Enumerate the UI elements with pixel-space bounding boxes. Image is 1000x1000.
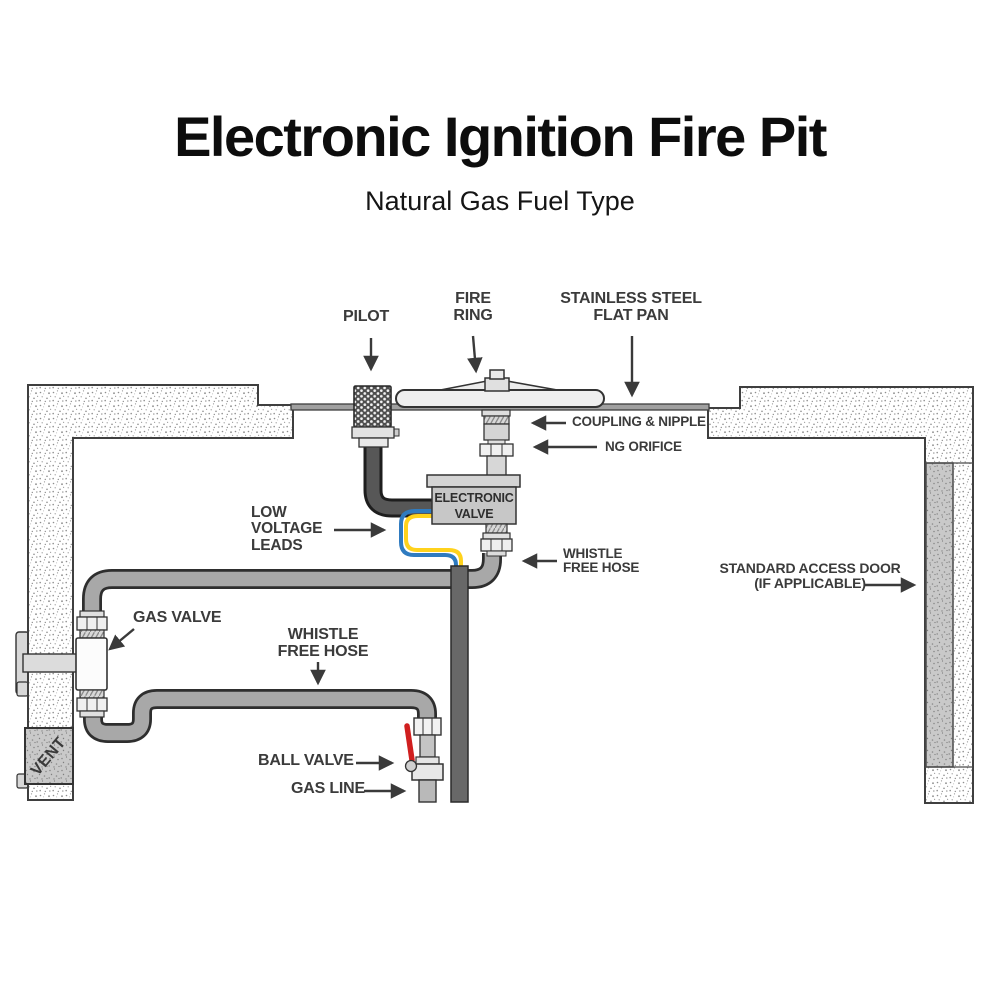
fire-ring-shape	[395, 369, 605, 408]
coupling-nipple-label: COUPLING & NIPPLE	[572, 414, 706, 429]
standard-access-door-label: STANDARD ACCESS DOOR (IF APPLICABLE)	[719, 561, 900, 590]
flat-pan-label: STAINLESS STEEL FLAT PAN	[560, 290, 702, 325]
gas-valve-arrow	[108, 628, 135, 651]
low-voltage-label-line3: LEADS	[251, 536, 303, 554]
supply-pipe	[22, 653, 78, 673]
low-voltage-wire-yellow	[404, 514, 463, 572]
low-voltage-label-line2: VOLTAGE	[251, 520, 323, 538]
lower-whistle-free-hose	[83, 689, 437, 743]
ball-valve-red-handle	[404, 723, 415, 763]
ball-valve-assembly	[404, 717, 444, 803]
pilot-assembly	[351, 385, 400, 448]
gas-line-pipe	[418, 779, 437, 803]
whistle-upper-line1: WHISTLE	[563, 546, 623, 561]
access-door-line2: (IF APPLICABLE)	[754, 574, 866, 591]
flat-pan-label-line1: STAINLESS STEEL	[560, 290, 702, 307]
fire-ring-label-line1: FIRE	[455, 290, 491, 307]
flat-pan-label-line2: FLAT PAN	[593, 306, 669, 324]
whistle-lower-line2: FREE HOSE	[277, 642, 369, 660]
wire-conduit	[450, 565, 469, 803]
access-door-line1: STANDARD ACCESS DOOR	[719, 560, 901, 576]
gas-valve-label: GAS VALVE	[133, 609, 222, 626]
electronic-valve-label: ELECTRONIC VALVE	[432, 490, 516, 523]
whistle-upper-line2: FREE HOSE	[563, 560, 640, 576]
low-voltage-label-line1: LOW	[251, 504, 287, 521]
valve-outlet-fittings	[480, 523, 513, 557]
upper-whistle-free-hose	[82, 553, 502, 614]
electronic-valve-label-line1: ELECTRONIC	[434, 491, 514, 505]
coupling-nipple-stack	[479, 409, 514, 477]
callout-arrows	[108, 335, 917, 799]
vent-panel	[24, 727, 74, 785]
low-voltage-wire-blue	[399, 509, 458, 572]
pilot-label: PILOT	[343, 308, 390, 325]
ball-valve-label: BALL VALVE	[258, 752, 354, 769]
low-voltage-leads-label: LOW VOLTAGE LEADS	[251, 504, 323, 554]
access-door-panel	[925, 462, 954, 768]
gas-line-label: GAS LINE	[291, 780, 365, 797]
fire-ring-label: FIRE RING	[453, 290, 493, 325]
whistle-free-hose-lower-label: WHISTLE FREE HOSE	[277, 626, 369, 661]
ng-orifice-label: NG ORIFICE	[605, 439, 682, 454]
electronic-valve-label-line2: VALVE	[454, 507, 494, 522]
page-title: Electronic Ignition Fire Pit	[174, 105, 827, 168]
pilot-pipe	[363, 445, 434, 518]
whistle-lower-line1: WHISTLE	[287, 626, 359, 643]
ng-orifice-nut	[479, 443, 514, 457]
fire-ring-arrow	[467, 335, 483, 374]
gas-valve-assembly	[75, 610, 108, 718]
page-subtitle: Natural Gas Fuel Type	[365, 186, 635, 216]
fire-ring-label-line2: RING	[453, 306, 493, 324]
electronic-valve-box	[426, 474, 521, 525]
whistle-free-hose-upper-label: WHISTLE FREE HOSE	[563, 546, 640, 576]
